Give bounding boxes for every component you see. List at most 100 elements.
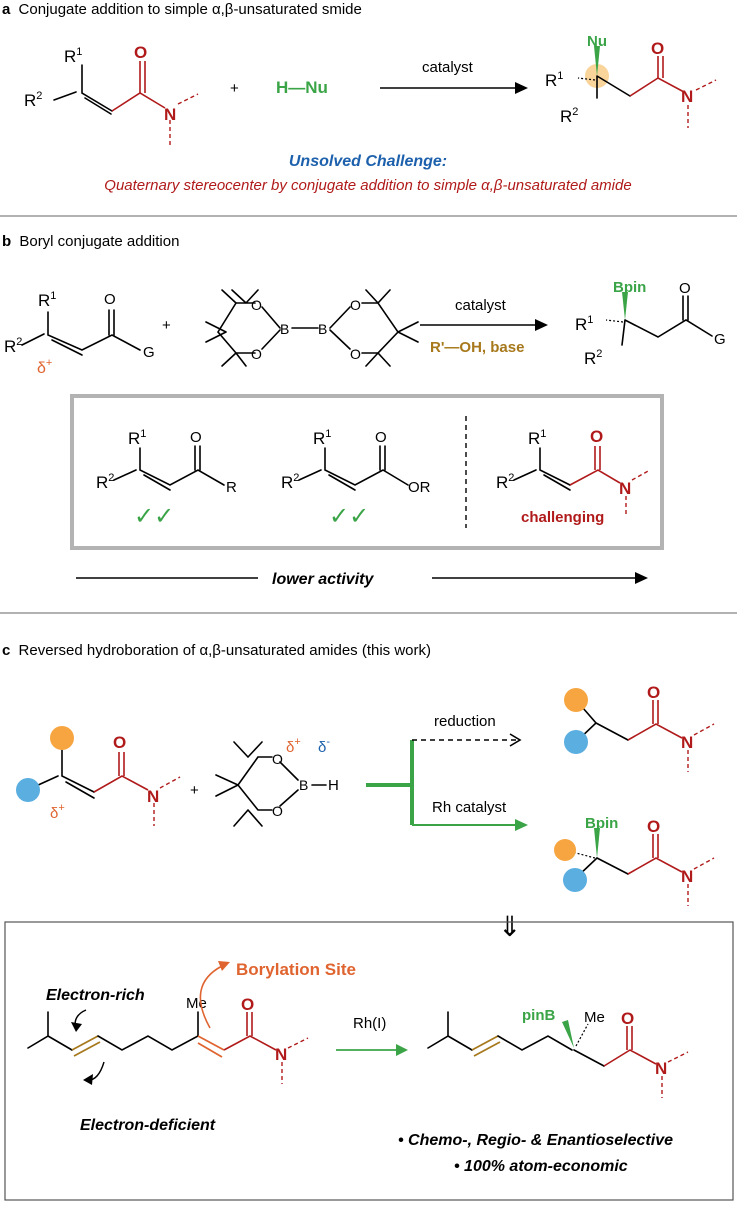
box2-r1-sup: 1 xyxy=(325,428,331,440)
section-b: b Boryl conjugate addition R1 R2 δ+ O G … xyxy=(2,233,726,588)
a-nitrogen: N xyxy=(164,105,176,124)
svg-text:a Conjugate addition to: a Conjugate addition to simple α,β-unsat… xyxy=(2,1,362,18)
box2-r2: R xyxy=(281,473,293,492)
lower-activity-label: lower activity xyxy=(272,571,374,588)
a-prod-r1-sup: 1 xyxy=(557,70,563,82)
c-reduction-label: reduction xyxy=(434,713,496,730)
c-prod-nitrogen: N xyxy=(655,1059,667,1078)
lower-activity-arrowhead xyxy=(635,572,648,584)
c-rh1-arrowhead xyxy=(396,1044,408,1056)
a-prod-oxygen: O xyxy=(651,39,664,58)
section-c: c Reversed hydroboration of α,β-unsatura… xyxy=(2,642,734,1201)
c-sub-nitrogen: N xyxy=(275,1045,287,1064)
a-prod-r2: R xyxy=(560,107,572,126)
product-b: Bpin R1 R2 O G xyxy=(575,279,726,368)
b-scope-box xyxy=(70,394,664,550)
b-r2-sup: 2 xyxy=(16,336,22,348)
c-rh-catalyst-label: Rh catalyst xyxy=(432,799,507,816)
c-sub-oxygen: O xyxy=(241,995,254,1014)
c-geranyl-product: pinB Me O N xyxy=(427,1007,689,1098)
c-prod-oxygen: O xyxy=(621,1009,634,1028)
box2-r1: R xyxy=(313,429,325,448)
svg-text:R1: R1 xyxy=(64,46,82,66)
b-oxygen: O xyxy=(104,291,116,308)
reactant-enone-b: R1 R2 δ+ O G xyxy=(4,290,155,377)
svg-text:R2: R2 xyxy=(96,472,114,492)
b-prod-g: G xyxy=(714,331,726,348)
c-hbpin-h: H xyxy=(328,777,339,794)
b2pin2: O O B B O O xyxy=(205,289,419,367)
svg-text:R1: R1 xyxy=(38,290,56,310)
b-r2: R xyxy=(4,337,16,356)
c-nitrogen: N xyxy=(147,787,159,806)
a-prod-nitrogen: N xyxy=(681,87,693,106)
box1-r1: R xyxy=(128,429,140,448)
a-prod-r2-sup: 2 xyxy=(572,106,578,118)
section-b-heading: Boryl conjugate addition xyxy=(19,233,179,250)
a-challenge-text: Quaternary stereocenter by conjugate add… xyxy=(104,177,631,194)
section-c-letter: c xyxy=(2,642,10,659)
c-bullet-1: • Chemo-, Regio- & Enantioselective xyxy=(398,1132,673,1149)
b-group-g: G xyxy=(143,344,155,361)
b2pin2-o4: O xyxy=(350,346,361,362)
c-reduction-product: O N xyxy=(564,683,715,772)
c-red-nitrogen: N xyxy=(681,733,693,752)
c-orange-substituent xyxy=(50,726,74,750)
box1-checks: ✓✓ xyxy=(134,503,174,530)
c-borylation-product: Bpin O N xyxy=(554,815,715,906)
b-arrow-label-bottom: R'—OH, base xyxy=(430,339,524,356)
b-prod-oxygen: O xyxy=(679,280,691,297)
c-application-box xyxy=(4,921,734,1201)
reactant-amide-a: R1 R2 O N xyxy=(24,43,199,145)
c-hbpin-o2: O xyxy=(272,803,283,819)
c-delta-plus: δ xyxy=(50,805,58,822)
c-sub-me: Me xyxy=(186,995,207,1012)
c-product-bpin: Bpin xyxy=(585,815,618,832)
box3-nitrogen: N xyxy=(619,479,631,498)
c-geranyl-substrate: Me O N Electron-rich Electron-deficient … xyxy=(27,960,356,1134)
c-blue-substituent xyxy=(16,778,40,802)
b-box-amide: R1 R2 O N challenging xyxy=(496,427,651,526)
box1-r: R xyxy=(226,479,237,496)
a-r2: R xyxy=(24,91,36,110)
c-rh1-label: Rh(I) xyxy=(353,1015,386,1032)
c-prod-me: Me xyxy=(584,1009,605,1026)
box2-r2-sup: 2 xyxy=(293,472,299,484)
product-a: Nu R1 R2 O N xyxy=(545,33,717,128)
svg-text:R1: R1 xyxy=(528,428,546,448)
svg-text:R2: R2 xyxy=(560,106,578,126)
box3-oxygen: O xyxy=(590,427,603,446)
box2-oxygen: O xyxy=(375,429,387,446)
b2pin2-o1: O xyxy=(251,297,262,313)
svg-text:δ+: δ+ xyxy=(37,357,52,377)
a-plus: + xyxy=(230,80,239,97)
c-hbpin: O O B H δ+ δ- xyxy=(215,736,339,827)
b-product-bpin: Bpin xyxy=(613,279,646,296)
a-arrow-head xyxy=(515,82,528,94)
svg-text:δ+: δ+ xyxy=(50,802,65,822)
a-r2-sup: 2 xyxy=(36,90,42,102)
box1-r2-sup: 2 xyxy=(108,472,114,484)
b2pin2-b1: B xyxy=(280,321,289,337)
b-plus: + xyxy=(162,317,171,334)
c-electron-rich: Electron-rich xyxy=(46,987,145,1004)
box3-r1: R xyxy=(528,429,540,448)
c-delta-plus-sup: + xyxy=(58,802,64,814)
a-wedge-bond xyxy=(594,46,600,76)
svg-text:R2: R2 xyxy=(24,90,42,110)
c-prod-pinb: pinB xyxy=(522,1007,555,1024)
b-prod-r1: R xyxy=(575,315,587,334)
box2-checks: ✓✓ xyxy=(329,503,369,530)
c-bor-blue xyxy=(563,868,587,892)
box1-r1-sup: 1 xyxy=(140,428,146,440)
c-bor-nitrogen: N xyxy=(681,867,693,886)
box3-challenging: challenging xyxy=(521,509,604,526)
a-challenge-title: Unsolved Challenge: xyxy=(289,153,447,170)
c-hbpin-o1: O xyxy=(272,751,283,767)
svg-text:R2: R2 xyxy=(4,336,22,356)
section-a: a Conjugate addition to simple α,β-unsat… xyxy=(2,1,717,194)
svg-text:R1: R1 xyxy=(575,314,593,334)
svg-text:R2: R2 xyxy=(496,472,514,492)
b-delta-sup: + xyxy=(46,357,52,369)
svg-text:b Boryl conjugate additi: b Boryl conjugate addition xyxy=(2,233,179,250)
